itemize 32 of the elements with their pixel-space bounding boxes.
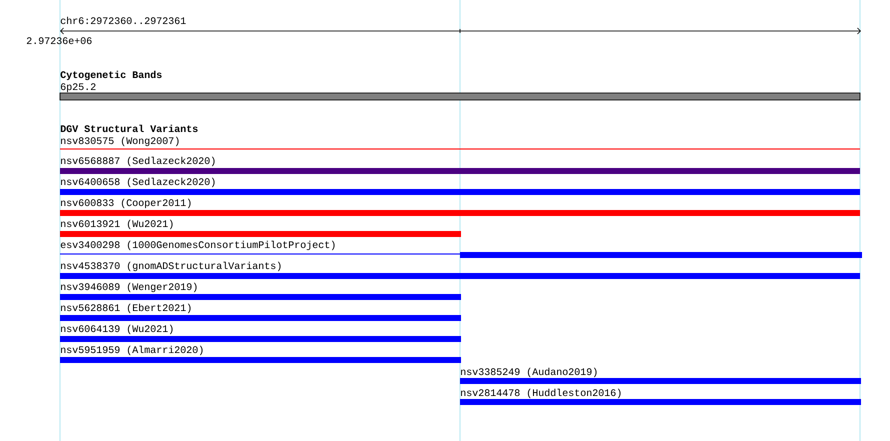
node-label: nsv600833 (Cooper2011) (61, 198, 191, 208)
node-label: nsv3946089 (Wenger2019) (61, 282, 197, 292)
variant-feature: nsv4538370 (gnomADStructuralVariants) (60, 262, 860, 279)
variant-feature: nsv5628861 (Ebert2021) (60, 304, 461, 321)
node-label: nsv6400658 (Sedlazeck2020) (61, 178, 215, 188)
variant-feature: nsv830575 (Wong2007) (60, 136, 860, 150)
node-label: nsv4538370 (gnomADStructuralVariants) (61, 262, 281, 272)
node-label: nsv5951959 (Almarri2020) (61, 346, 203, 356)
variant-feature: nsv600833 (Cooper2011) (60, 198, 860, 216)
variant-feature: nsv5951959 (Almarri2020) (60, 346, 461, 363)
node-label: nsv5628861 (Ebert2021) (61, 304, 191, 314)
variant-feature: nsv3946089 (Wenger2019) (60, 282, 461, 300)
variant-feature: nsv6400658 (Sedlazeck2020) (60, 178, 860, 195)
node-label: nsv830575 (Wong2007) (61, 136, 179, 146)
variant-feature: nsv3385249 (Audano2019) (460, 368, 862, 384)
axis-tick-label: 2.97236e+06 (26, 37, 92, 44)
variant-feature: nsv2814478 (Huddleston2016) (460, 388, 862, 405)
track-title: Cytogenetic Bands (60, 70, 162, 80)
variant-feature: nsv6013921 (Wu2021) (60, 220, 461, 237)
cytoband-bar: 6p25.2 (60, 83, 860, 100)
node-label: esv3400298 (1000GenomesConsortiumPilotProject) (60, 240, 335, 250)
ruler-label: chr6:2972360..2972361 (60, 16, 186, 24)
node-label: 6p25.2 (60, 83, 96, 92)
variant-feature: nsv6064139 (Wu2021) (60, 324, 461, 342)
node-label: nsv6568887 (Sedlazeck2020) (61, 156, 215, 166)
variant-feature: nsv6568887 (Sedlazeck2020) (60, 156, 860, 174)
node-label: nsv2814478 (Huddleston2016) (461, 388, 621, 398)
variant-feature: esv3400298 (1000GenomesConsortiumPilotProject) (60, 240, 862, 258)
node-label: nsv6013921 (Wu2021) (61, 220, 173, 230)
node-label: nsv6064139 (Wu2021) (61, 324, 173, 334)
node-label: nsv3385249 (Audano2019) (461, 368, 597, 378)
track-title: DGV Structural Variants (60, 124, 198, 132)
